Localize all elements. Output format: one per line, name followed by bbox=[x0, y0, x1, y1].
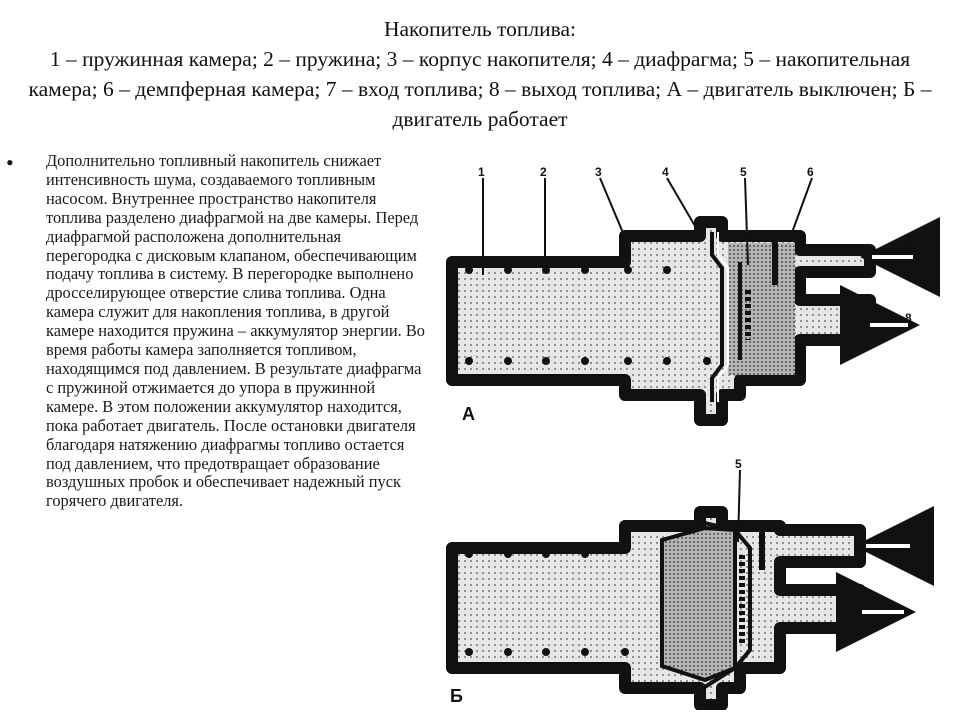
label-b: Б bbox=[450, 686, 463, 706]
label-3: 3 bbox=[595, 165, 602, 179]
label-1: 1 bbox=[478, 165, 485, 179]
label-4: 4 bbox=[662, 165, 669, 179]
title-heading: Накопитель топлива: bbox=[383, 17, 577, 41]
body-paragraph: Дополнительно топливный накопитель снижа… bbox=[46, 152, 426, 511]
label-8: 8 bbox=[905, 311, 912, 325]
label-2: 2 bbox=[540, 165, 547, 179]
label-7: 7 bbox=[905, 239, 912, 253]
label-5: 5 bbox=[740, 165, 747, 179]
label-6: 6 bbox=[807, 165, 814, 179]
bullet-marker: • bbox=[6, 150, 14, 175]
label-a: А bbox=[462, 404, 475, 424]
label-5-b: 5 bbox=[735, 457, 742, 471]
title-legend: 1 – пружинная камера; 2 – пружина; 3 – к… bbox=[28, 47, 932, 131]
diagram-a-housing bbox=[446, 177, 940, 426]
fuel-accumulator-diagram: 1 2 3 4 5 6 7 8 А 5 Б bbox=[446, 165, 940, 710]
slide-title: Накопитель топлива: 1 – пружинная камера… bbox=[20, 14, 940, 134]
diagram-b-housing bbox=[446, 469, 934, 710]
